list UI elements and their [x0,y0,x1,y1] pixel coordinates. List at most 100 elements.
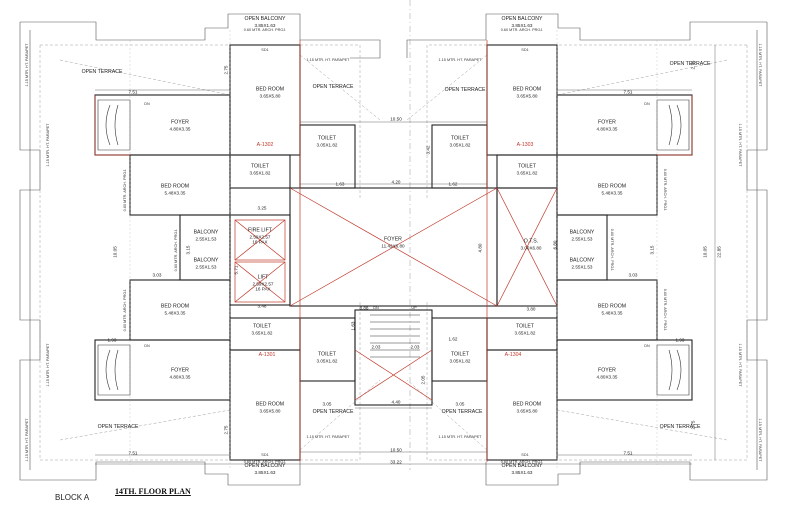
flat-a1303: A-1303 [516,142,534,149]
parapet-note-left-3: 1.15 MTR. HT. PARAPET [45,343,50,387]
flat-a1301: A-1301 [258,352,276,359]
red-markings [94,40,693,462]
open-terrace-top-left: OPEN TERRACE [81,69,123,76]
proj-note-right-top: 0.60 MTR. ARCH. PROJ. [663,168,668,212]
parapet-note-right-2: 1.15 MTR. HT. PARAPET [738,123,743,167]
dim-1-93-right: 1.93 [675,337,685,343]
dim-2-75-bl: 2.75 [223,425,229,435]
dim-7-51-tr: 7.51 [623,89,633,95]
dim-1-63-a: 1.63 [335,181,345,187]
dim-4-40: 4.40 [391,399,401,405]
dn-marker-tr: DN [644,101,650,106]
parapet-note-bottom-left: 1.15 MTR. HT. PARAPET [306,434,350,439]
proj-note-right-bottom: 0.60 MTR. ARCH. PROJ. [663,288,668,332]
parapet-outlines [19,13,768,486]
proj-note-left-top: 0.60 MTR. ARCH. PROJ. [122,168,127,212]
dim-4-20: 4.20 [391,179,401,185]
dim-10-05-right: 10.05 [702,246,708,258]
open-terrace-center-bottom-left: OPEN TERRACE [312,409,354,416]
sd1-bottom-left: SD1 [261,452,269,457]
dim-33-22: 33.22 [390,459,402,465]
block-label: BLOCK A [55,487,89,505]
dim-2-03-left: 2.03 [371,344,381,350]
dim-22-85: 22.85 [716,246,722,258]
up-marker-center: UP [411,305,417,310]
parapet-note-left-4: 1.15 MTR. HT. PARAPET [24,418,29,462]
dim-8-88: 8.88 [359,305,369,311]
open-terrace-center-bottom-right: OPEN TERRACE [441,409,483,416]
sd1-bottom-right: SD1 [521,452,529,457]
dn-marker-br: DN [644,343,650,348]
open-terrace-bottom-right: OPEN TERRACE [659,424,701,431]
dim-7-51-tl: 7.51 [128,89,138,95]
dim-3-05-left: 3.05 [322,401,332,407]
dim-1-62-b: 1.62 [448,336,458,342]
dim-7-51-br: 7.51 [623,450,633,456]
parapet-note-bottom-right: 1.15 MTR. HT. PARAPET [438,434,482,439]
dim-2-75-tr: 2.75 [690,60,696,70]
parapet-note-top-left: 1.15 MTR. HT. PARAPET [306,57,350,62]
dim-10-50-top: 10.50 [390,116,402,122]
parapet-note-right-4: 1.15 MTR. HT. PARAPET [758,418,763,462]
sd1-top-right: SD1 [521,47,529,52]
open-terrace-center-left: OPEN TERRACE [312,84,354,91]
dim-2-03-right: 2.03 [410,344,420,350]
parapet-note-right-1: 1.15 MTR. HT. PARAPET [758,43,763,87]
dimension-lines [95,45,716,465]
sd1-top-left: SD1 [261,47,269,52]
dim-3-03-right: 3.03 [628,272,638,278]
flat-a1302: A-1302 [256,142,274,149]
parapet-note-left-1: 1.15 MTR. HT. PARAPET [24,43,29,87]
parapet-note-top-right: 1.15 MTR. HT. PARAPET [438,57,482,62]
proj-note-left-bottom: 0.60 MTR. ARCH. PROJ. [122,288,127,332]
open-terrace-center-right: OPEN TERRACE [444,87,486,94]
ots: O.T.S.3.00X6.80 [520,238,542,251]
block-name: BLOCK A [55,493,90,502]
stairs [97,99,690,396]
dim-3-80: 3.80 [526,306,536,312]
dim-2-05: 2.05 [420,375,426,385]
dn-marker-center: DN [373,305,379,310]
parapet-note-right-3: 1.15 MTR. HT. PARAPET [738,343,743,387]
proj-note-balcony-right: 0.60 MTR. ARCH. PROJ. [610,228,615,272]
dim-10-50-bottom: 10.50 [390,447,402,453]
parapet-note-left-2: 1.15 MTR. HT. PARAPET [45,123,50,167]
dim-1-62-a: 1.62 [448,181,458,187]
dim-7-51-bl: 7.51 [128,450,138,456]
dim-3-03-left: 3.03 [152,272,162,278]
proj-note-balcony-left: 0.60 MTR. ARCH. PROJ. [173,228,178,272]
flat-a1304: A-1304 [504,352,522,359]
dim-3-05-right: 3.05 [455,401,465,407]
dim-6-80: 6.80 [552,240,558,250]
dim-3-48: 3.48 [257,303,267,309]
open-terrace-top-right: OPEN TERRACE [669,61,711,68]
dim-4-80: 4.80 [477,243,483,253]
